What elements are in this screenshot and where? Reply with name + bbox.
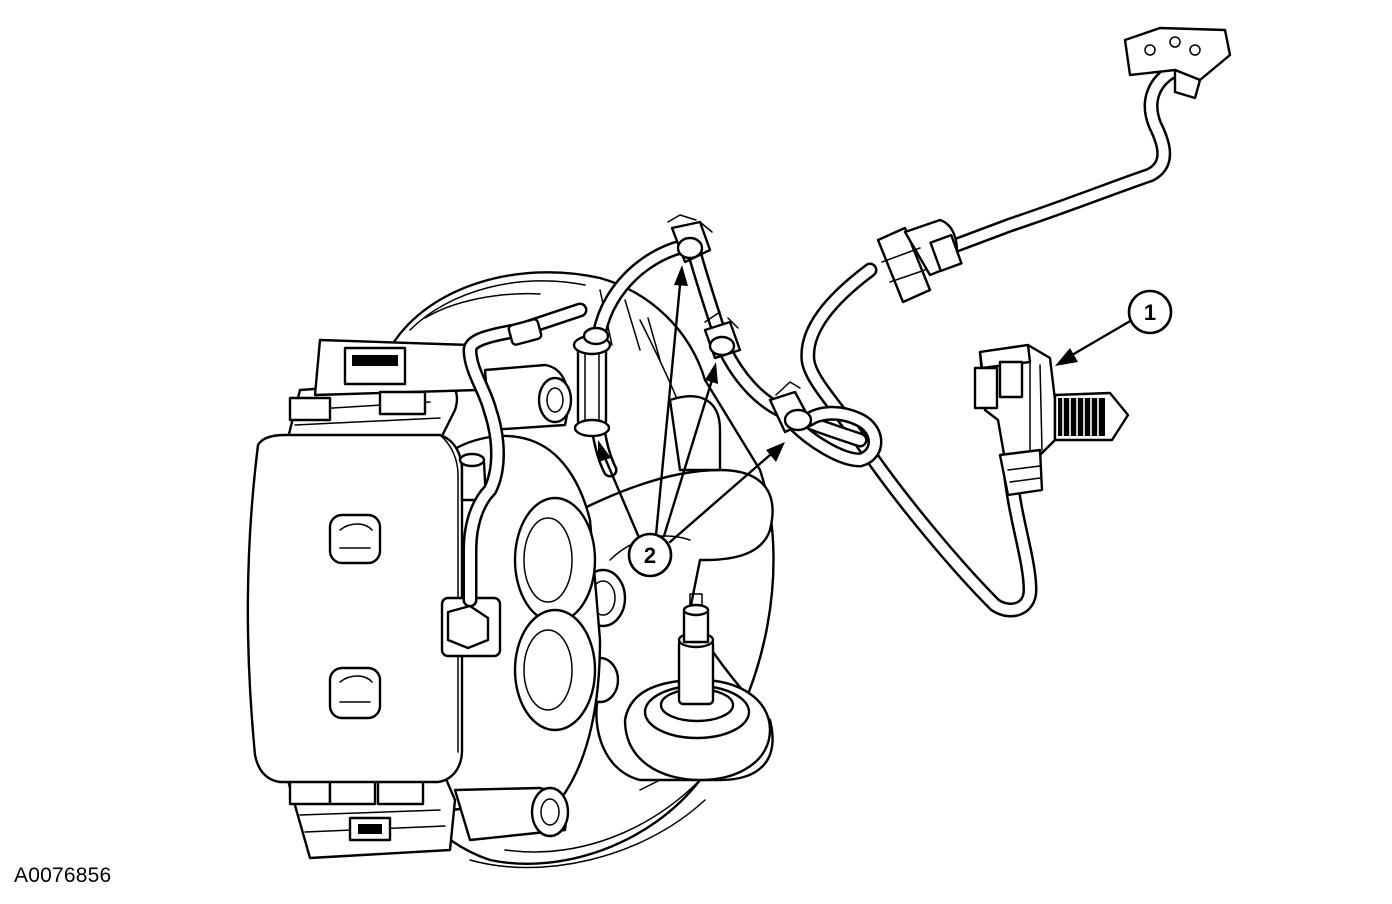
harness-clips [572,214,813,438]
brake-hose [462,302,588,608]
figure-id-label: A0076856 [14,864,112,887]
wheel-speed-sensor [973,343,1130,497]
callout-1-number: 1 [1144,300,1156,325]
callout-2: 2 [627,532,673,578]
callout-1: 1 [1127,289,1173,335]
callout-2-number: 2 [644,543,656,568]
callout-leaders [598,265,1134,544]
brake-caliper [246,338,602,860]
ball-joint [623,593,772,782]
